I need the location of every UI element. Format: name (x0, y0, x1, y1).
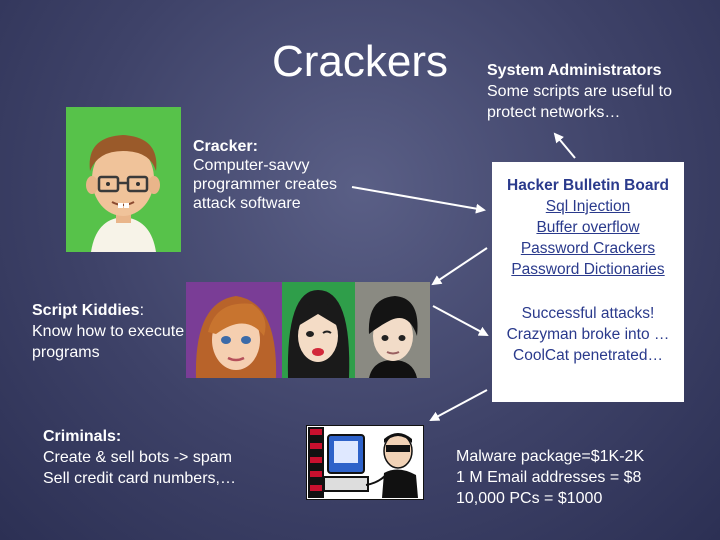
slide-title: Crackers (272, 37, 449, 86)
arrow-board-to-sysadmin (553, 132, 576, 159)
sysadmin-text: Some scripts are useful to protect netwo… (487, 83, 672, 121)
cracker-heading: Cracker: (193, 138, 258, 155)
board-attack-crazyman: Crazyman broke into … (506, 326, 670, 343)
script-kiddies-text: Know how to execute programs (32, 323, 185, 361)
sysadmin-heading: System Administrators (487, 62, 662, 79)
criminals-line-1: Create & sell bots -> spam (43, 449, 232, 466)
hacker-bulletin-board: Hacker Bulletin Board Sql Injection Buff… (492, 162, 684, 402)
script-kiddie-avatar-3 (355, 282, 430, 378)
arrow-board-to-kiddies (431, 247, 488, 286)
board-heading: Hacker Bulletin Board (507, 177, 669, 194)
criminals-block: Criminals: Create & sell bots -> spam Se… (43, 426, 303, 489)
arrow-attacks-to-criminals (429, 389, 488, 421)
board-link-password-crackers[interactable]: Password Crackers (520, 240, 656, 257)
board-link-buffer-overflow[interactable]: Buffer overflow (536, 219, 640, 236)
malware-line-2: 1 M Email addresses = $8 (456, 469, 642, 486)
board-link-sql-injection[interactable]: Sql Injection (545, 198, 631, 215)
arrow-cracker-to-board (351, 186, 486, 214)
criminal-computer-image (306, 425, 424, 500)
cracker-avatar-image (66, 107, 181, 252)
cracker-block: Cracker: Computer-savvy programmer creat… (193, 137, 368, 213)
malware-line-3: 10,000 PCs = $1000 (456, 490, 603, 507)
board-attack-heading: Successful attacks! (521, 305, 655, 322)
criminals-heading: Criminals: (43, 428, 122, 445)
cracker-text: Computer-savvy programmer creates attack… (193, 157, 338, 212)
criminals-line-2: Sell credit card numbers,… (43, 470, 236, 487)
script-kiddies-heading: Script Kiddies (32, 302, 140, 319)
script-kiddie-avatar-2 (282, 282, 355, 378)
board-attack-coolcat: CoolCat penetrated… (513, 347, 663, 364)
script-kiddies-block: Script Kiddies: Know how to execute prog… (32, 300, 192, 363)
script-kiddie-avatar-1 (186, 282, 282, 378)
arrow-kiddies-to-attacks (432, 305, 489, 336)
script-kiddies-colon: : (139, 302, 145, 319)
sysadmin-block: System Administrators Some scripts are u… (487, 60, 712, 123)
malware-line-1: Malware package=$1K-2K (456, 448, 645, 465)
board-link-password-dictionaries[interactable]: Password Dictionaries (511, 261, 665, 278)
malware-prices-block: Malware package=$1K-2K 1 M Email address… (456, 446, 706, 509)
